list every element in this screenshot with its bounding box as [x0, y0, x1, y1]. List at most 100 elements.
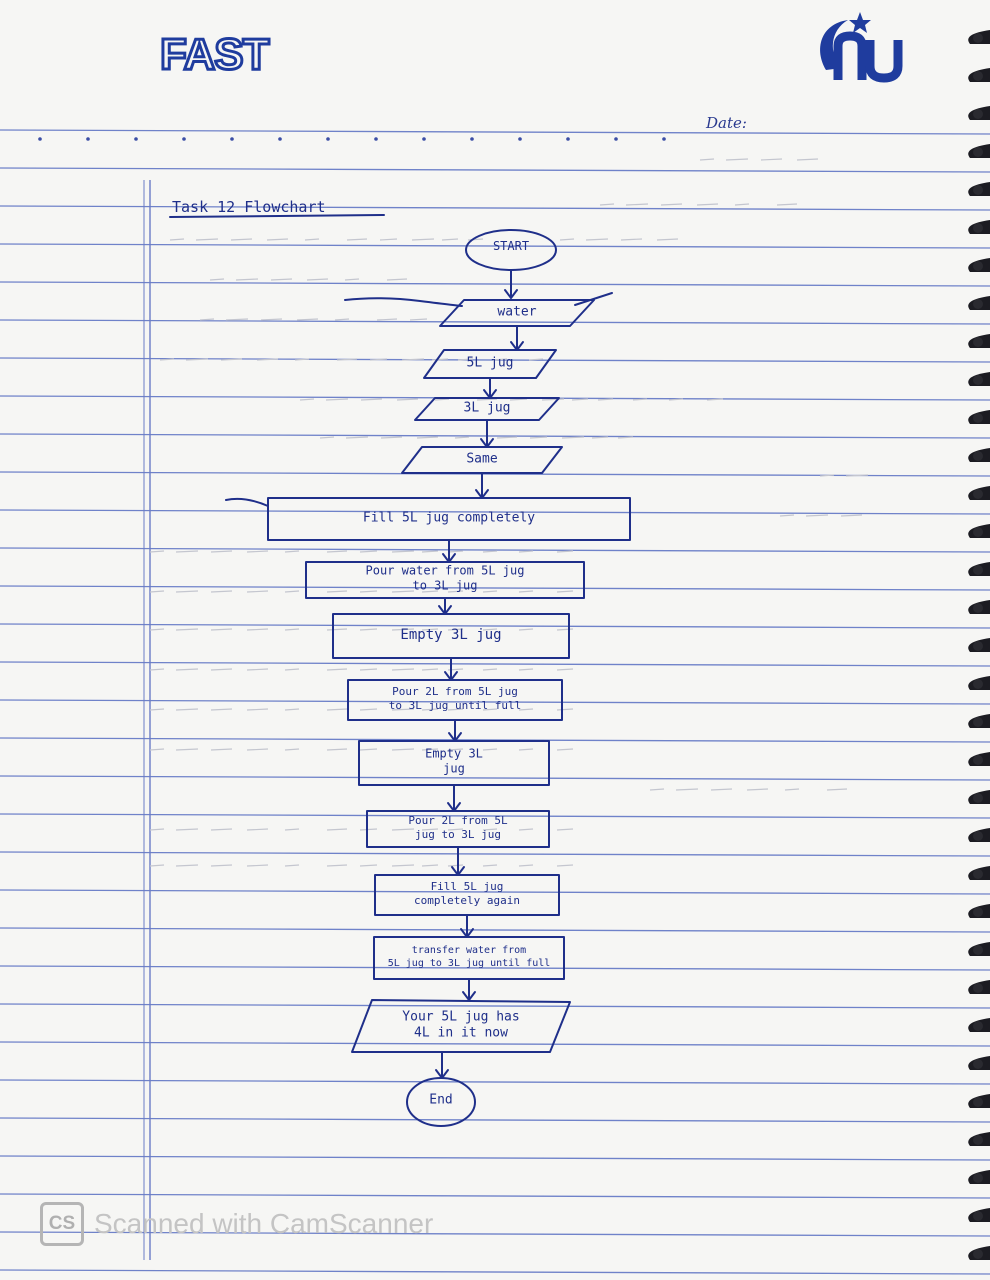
bleed-through-stroke [326, 708, 348, 711]
bleed-through-stroke [175, 590, 199, 593]
bleed-through-stroke [149, 550, 165, 553]
bleed-through-stroke [210, 748, 233, 751]
process-label: to 3L jug [412, 579, 477, 593]
bleed-through-stroke [482, 748, 498, 751]
bleed-through-stroke [447, 590, 464, 593]
process-label: jug [443, 762, 465, 776]
output-label: Your 5L jug has [402, 1010, 519, 1025]
spiral-hole [973, 1211, 983, 1221]
date-dot [134, 137, 138, 141]
input-label: water [497, 305, 536, 320]
bleed-through-stroke [246, 628, 269, 631]
date-dot [230, 137, 234, 141]
bleed-through-stroke [421, 550, 439, 553]
bleed-through-stroke [447, 828, 464, 831]
bleed-through-stroke [760, 158, 783, 161]
date-dot [326, 137, 330, 141]
bleed-through-stroke [225, 318, 249, 321]
process-box: Fill 5L jug completely [267, 497, 631, 541]
bleed-through-stroke [230, 238, 253, 241]
bleed-through-stroke [599, 203, 615, 206]
process-box: Empty 3L jug [332, 613, 570, 659]
bleed-through-stroke [210, 550, 233, 553]
spiral-hole [973, 717, 983, 727]
process-label: transfer water from [412, 945, 526, 956]
bleed-through-stroke [391, 748, 415, 751]
bleed-through-stroke [284, 550, 300, 553]
input-box: Same [401, 446, 563, 474]
bleed-through-stroke [199, 318, 215, 321]
bleed-through-stroke [421, 590, 439, 593]
bleed-through-stroke [421, 668, 439, 671]
bleed-through-stroke [447, 864, 464, 867]
date-dot [614, 137, 618, 141]
bleed-through-stroke [185, 358, 209, 361]
process-label: completely again [414, 894, 520, 907]
bleed-through-stroke [706, 398, 724, 401]
input-label: 5L jug [467, 356, 514, 371]
spiral-hole [973, 109, 983, 119]
bleed-through-stroke [805, 514, 829, 517]
date-dot [278, 137, 282, 141]
bleed-through-stroke [421, 864, 439, 867]
bleed-through-stroke [235, 278, 259, 281]
bleed-through-stroke [675, 788, 699, 791]
bleed-through-stroke [326, 628, 348, 631]
bleed-through-stroke [159, 358, 175, 361]
process-label: Empty 3L jug [400, 627, 501, 643]
bleed-through-stroke [409, 318, 428, 321]
bleed-through-stroke [386, 278, 408, 281]
spiral-hole [973, 261, 983, 271]
bleed-through-stroke [696, 203, 719, 206]
bleed-through-stroke [482, 708, 498, 711]
spiral-hole [973, 755, 983, 765]
camscanner-badge: CS [40, 1202, 84, 1246]
process-label: 5L jug to 3L jug until full [388, 958, 551, 969]
bleed-through-stroke [431, 358, 449, 361]
bleed-through-stroke [359, 628, 378, 631]
bleed-through-stroke [284, 748, 300, 751]
bleed-through-stroke [175, 828, 199, 831]
input-box: 5L jug [423, 349, 557, 379]
bleed-through-stroke [246, 550, 269, 553]
bleed-through-stroke [149, 828, 165, 831]
ruled-line [0, 243, 990, 249]
bleed-through-stroke [360, 398, 383, 401]
bleed-through-stroke [509, 398, 528, 401]
spiral-hole [973, 907, 983, 917]
end-label: End [429, 1093, 452, 1108]
ruled-line [0, 1231, 990, 1237]
bleed-through-stroke [529, 436, 548, 439]
bleed-through-stroke [482, 628, 498, 631]
bleed-through-stroke [656, 238, 679, 241]
bleed-through-stroke [175, 550, 199, 553]
spiral-hole [973, 223, 983, 233]
bleed-through-stroke [746, 788, 769, 791]
bleed-through-stroke [725, 158, 749, 161]
bleed-through-stroke [826, 788, 848, 791]
bleed-through-stroke [585, 238, 609, 241]
process-label: Fill 5L jug completely [363, 511, 535, 526]
bleed-through-stroke [447, 628, 464, 631]
bleed-through-stroke [326, 864, 348, 867]
bleed-through-stroke [734, 203, 750, 206]
bleed-through-stroke [649, 788, 665, 791]
bleed-through-stroke [447, 708, 464, 711]
bleed-through-stroke [556, 708, 574, 711]
nu-logo [820, 12, 903, 83]
process-label: to 3L jug until full [389, 699, 521, 712]
bleed-through-stroke [246, 828, 269, 831]
ruled-line [0, 889, 990, 895]
bleed-through-stroke [559, 238, 575, 241]
bleed-through-stroke [556, 590, 574, 593]
ruled-line [0, 319, 990, 325]
ruled-line [0, 965, 990, 971]
ruled-line [0, 623, 990, 629]
spiral-hole [973, 33, 983, 43]
bleed-through-stroke [246, 708, 269, 711]
